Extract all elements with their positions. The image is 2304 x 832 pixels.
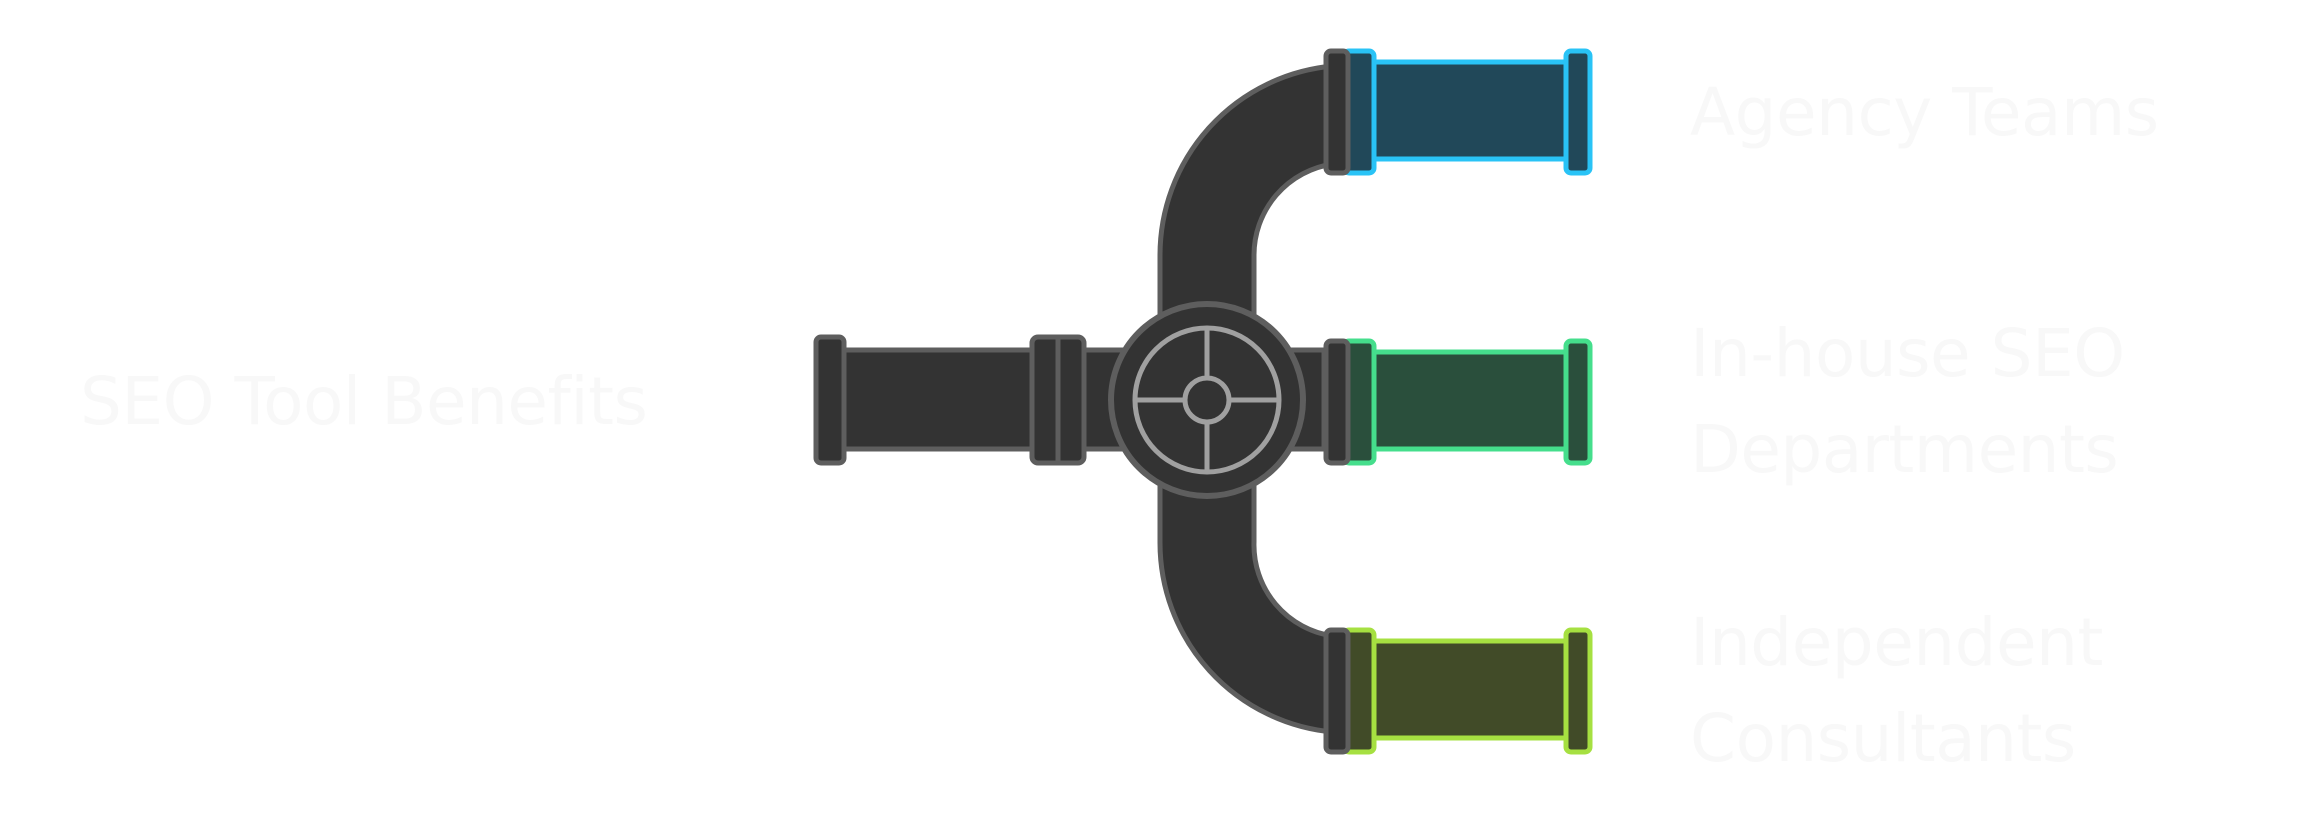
- input-pipe: [813, 334, 1133, 466]
- output-pipe-in-house-seo-departments: [1323, 338, 1593, 466]
- output-label-independent-consultants: Independent Consultants: [1690, 595, 2103, 787]
- output-pipe-end-cap: [1563, 48, 1593, 176]
- output-label-line: In-house SEO: [1690, 315, 2125, 392]
- lower-bend-pipe: [1157, 467, 1336, 735]
- output-pipe-independent-consultants: [1323, 627, 1593, 755]
- output-label-line: Independent: [1690, 604, 2103, 681]
- valve-wheel-icon: [1132, 325, 1282, 475]
- output-pipe-grey-flange: [1323, 338, 1351, 466]
- output-pipe-end-cap: [1563, 338, 1593, 466]
- output-label-line: Consultants: [1690, 700, 2076, 777]
- output-pipe-agency-teams: [1323, 48, 1593, 176]
- output-pipe-body: [1369, 59, 1571, 162]
- output-pipe-end-cap: [1563, 627, 1593, 755]
- output-label-line: Departments: [1690, 411, 2119, 488]
- output-pipe-grey-flange: [1323, 48, 1351, 176]
- valve: [1108, 301, 1306, 499]
- upper-bend-pipe: [1157, 63, 1336, 333]
- valve-body: [1108, 301, 1306, 499]
- input-pipe-end-flange: [813, 334, 847, 466]
- source-label: SEO Tool Benefits: [80, 363, 648, 440]
- output-pipe-grey-flange: [1323, 627, 1351, 755]
- output-pipe-body: [1369, 349, 1571, 452]
- output-label-in-house-seo-departments: In-house SEO Departments: [1690, 306, 2125, 498]
- output-label-agency-teams: Agency Teams: [1690, 74, 2159, 151]
- output-pipe-body: [1369, 638, 1571, 741]
